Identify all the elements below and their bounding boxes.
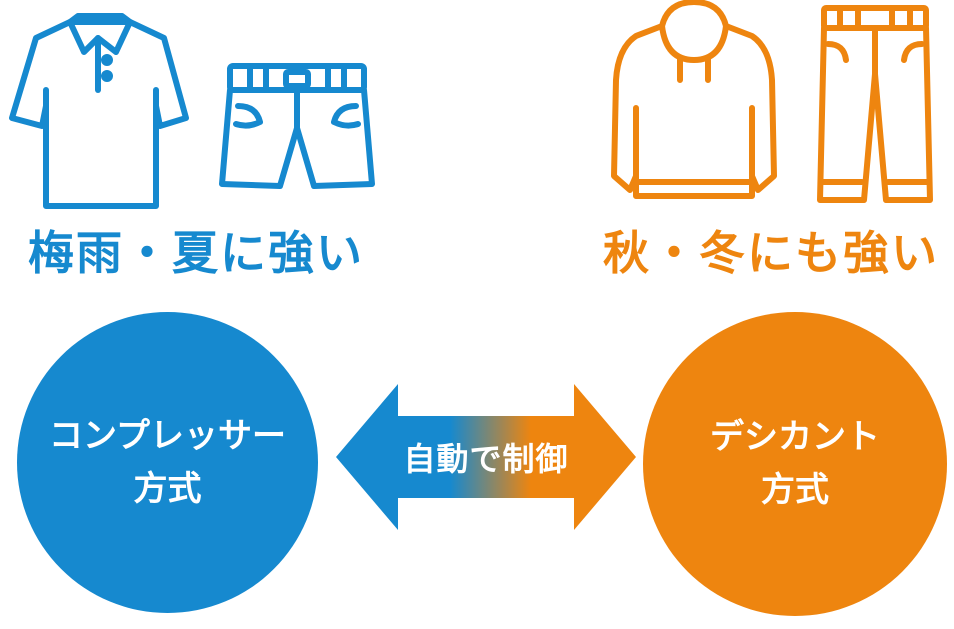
double-arrow-icon	[336, 384, 636, 530]
desiccant-method-circle: デシカント 方式	[643, 312, 947, 616]
shorts-icon	[218, 62, 376, 192]
polo-shirt-icon	[6, 10, 190, 210]
pants-icon	[814, 4, 936, 210]
compressor-method-suffix: 方式	[133, 468, 202, 509]
compressor-method-label: コンプレッサー	[49, 415, 286, 456]
hoodie-icon	[610, 0, 778, 200]
right-heading: 秋・冬にも強い	[603, 226, 939, 280]
auto-control-double-arrow: 自動で制御	[336, 384, 636, 530]
compressor-method-circle: コンプレッサー 方式	[17, 312, 318, 613]
desiccant-method-suffix: 方式	[761, 470, 829, 510]
auto-control-label: 自動で制御	[403, 440, 569, 478]
desiccant-method-label: デシカント	[710, 417, 880, 458]
left-heading: 梅雨・夏に強い	[28, 226, 364, 280]
